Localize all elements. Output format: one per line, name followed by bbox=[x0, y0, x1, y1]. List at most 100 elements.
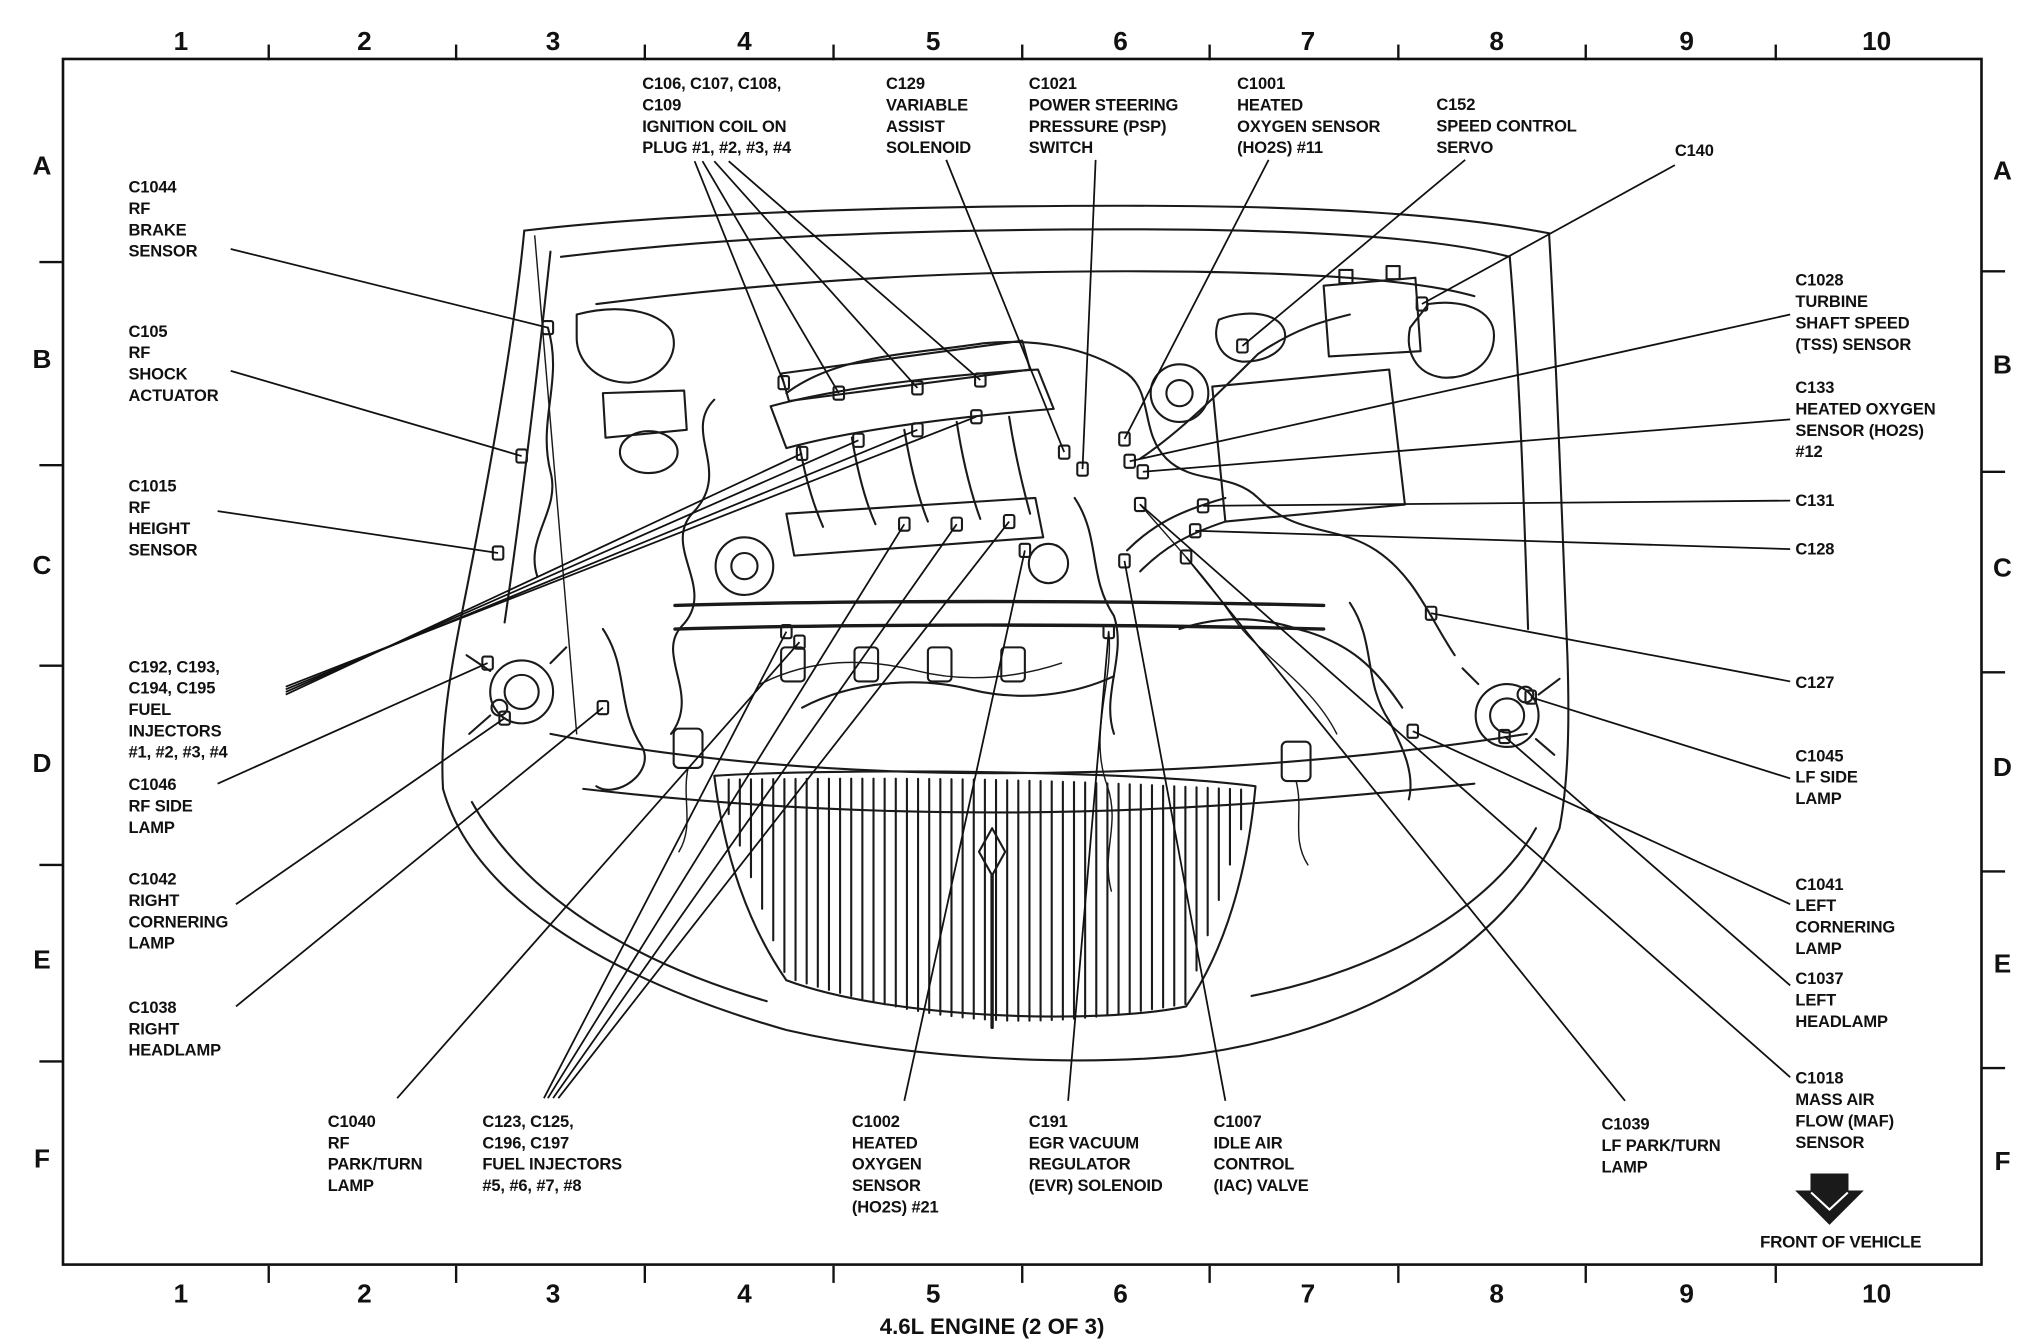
callout-text: C128 bbox=[1795, 540, 1834, 558]
connector-body bbox=[898, 516, 911, 532]
grille-outline bbox=[713, 770, 1257, 1018]
callout-text: CORNERING bbox=[129, 913, 229, 931]
callout-text: C191 bbox=[1029, 1113, 1068, 1131]
harness-battery-branch bbox=[1139, 313, 1351, 460]
leader-line bbox=[217, 510, 499, 554]
callout-text: RF bbox=[129, 200, 151, 218]
callout-text: C196, C197 bbox=[482, 1134, 569, 1152]
callout-text: C1044 bbox=[129, 179, 178, 197]
callout-text: #5, #6, #7, #8 bbox=[482, 1177, 581, 1195]
callout-text: MASS AIR bbox=[1795, 1091, 1874, 1109]
leader-line bbox=[1412, 730, 1791, 906]
callout-text: VARIABLE bbox=[886, 96, 968, 114]
callout-text: C1018 bbox=[1795, 1070, 1843, 1088]
leader-line bbox=[1142, 418, 1791, 473]
connector-body bbox=[852, 432, 865, 448]
engine-compartment-drawing bbox=[441, 204, 1570, 1062]
brake-master-cylinder bbox=[618, 430, 679, 475]
connector-body bbox=[950, 516, 964, 532]
callout-text: C1015 bbox=[129, 477, 177, 495]
grid-column-top: 6 bbox=[1113, 26, 1128, 56]
callout-text: IDLE AIR bbox=[1214, 1134, 1283, 1152]
grid-row-left: D bbox=[33, 748, 52, 778]
leader-line bbox=[1503, 735, 1791, 987]
callout-text: C133 bbox=[1795, 379, 1834, 397]
connector-body bbox=[1133, 496, 1147, 513]
rf-valve-cover bbox=[785, 496, 1045, 557]
engine-assembly bbox=[601, 264, 1422, 709]
callout-text: SENSOR bbox=[129, 243, 198, 261]
callout-text: C1002 bbox=[852, 1113, 900, 1131]
rf-headlamp-bulb bbox=[503, 673, 540, 711]
callout-text: (IAC) VALVE bbox=[1214, 1177, 1309, 1195]
battery bbox=[1322, 276, 1422, 358]
cowl-lower-line bbox=[559, 228, 1511, 258]
lf-coil-4 bbox=[1000, 646, 1026, 683]
connector-body bbox=[970, 409, 983, 425]
cowl-top-line bbox=[523, 204, 1551, 235]
callout-text: INJECTORS bbox=[129, 722, 222, 740]
callout-text: C1046 bbox=[129, 776, 177, 794]
connector-body bbox=[1018, 542, 1032, 558]
connector-body bbox=[596, 700, 610, 716]
connector-body bbox=[1118, 553, 1131, 569]
callout-text: PARK/TURN bbox=[328, 1156, 423, 1174]
rf-headlamp-ring bbox=[489, 659, 555, 725]
front-of-vehicle-arrow-icon bbox=[1795, 1173, 1864, 1225]
power-steering-reservoir bbox=[1149, 363, 1210, 424]
coolant-reservoir bbox=[601, 389, 688, 439]
grid-column-bottom: 7 bbox=[1301, 1279, 1316, 1309]
connector-bodies bbox=[481, 296, 1537, 745]
grille-slats bbox=[727, 777, 1243, 1022]
connector-body bbox=[777, 375, 791, 391]
connector-body bbox=[793, 634, 806, 650]
grid-column-bottom: 4 bbox=[737, 1279, 752, 1309]
rf-fender-inner bbox=[503, 250, 552, 624]
lf-headlamp-ring bbox=[1474, 683, 1540, 749]
callout-text: LF PARK/TURN bbox=[1601, 1137, 1720, 1155]
leader-line bbox=[1081, 159, 1097, 470]
harness-center-drop bbox=[1073, 496, 1119, 735]
harness-o2-sensor bbox=[1099, 630, 1113, 892]
grid-column-top: 7 bbox=[1301, 26, 1316, 56]
leader-line bbox=[552, 523, 958, 1099]
grid-row-left: A bbox=[33, 150, 52, 180]
callout-text: (HO2S) #21 bbox=[852, 1198, 939, 1216]
callout-text: C1040 bbox=[328, 1113, 376, 1131]
battery-terminal-pos bbox=[1338, 268, 1354, 285]
strut-tower-rf bbox=[575, 308, 675, 384]
callout-text: HEADLAMP bbox=[1795, 1013, 1888, 1031]
leader-line bbox=[1139, 503, 1791, 1078]
leader-line bbox=[217, 662, 488, 785]
grid-row-right: A bbox=[1993, 156, 2012, 186]
grid-column-bottom: 1 bbox=[174, 1279, 189, 1309]
leader-line bbox=[547, 523, 906, 1099]
vehicle-body-outline bbox=[441, 204, 1570, 1062]
callout-text: C1042 bbox=[129, 871, 177, 889]
power-steering-cap bbox=[1165, 378, 1194, 408]
grid-column-top: 10 bbox=[1862, 26, 1891, 56]
callout-text: RIGHT bbox=[129, 892, 180, 910]
front-arrow-chevron-icon bbox=[1810, 1191, 1849, 1211]
connector-body bbox=[1524, 689, 1537, 705]
intake-runner-4 bbox=[955, 420, 982, 520]
grid-row-left: E bbox=[33, 944, 50, 974]
speed-control-servo bbox=[1215, 312, 1287, 363]
callout-text: C1039 bbox=[1601, 1116, 1649, 1134]
callout-text: HEADLAMP bbox=[129, 1042, 222, 1060]
callout-text: ACTUATOR bbox=[129, 387, 219, 405]
callout-text: C1041 bbox=[1795, 876, 1843, 894]
callout-text: IGNITION COIL ON bbox=[642, 118, 786, 136]
grid-column-top: 8 bbox=[1489, 26, 1504, 56]
